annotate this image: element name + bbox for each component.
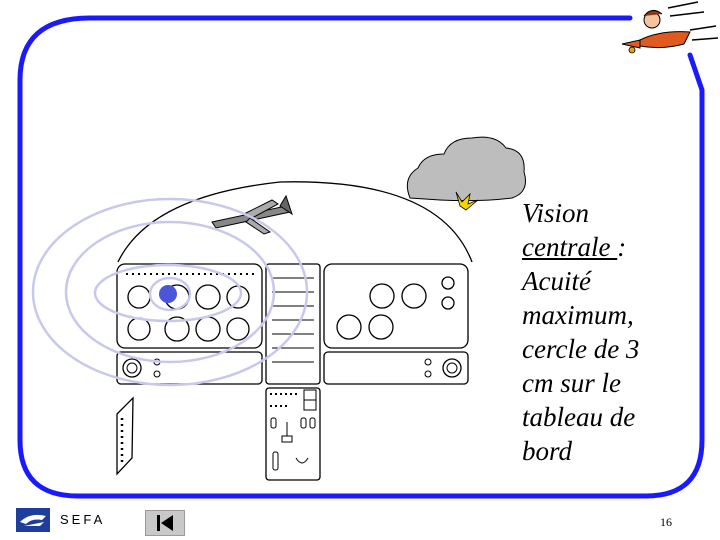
first-page-button[interactable]	[145, 510, 185, 536]
vision-caption: Vision centrale : Acuité maximum, cercle…	[522, 196, 712, 468]
caption-line-4: maximum,	[522, 300, 634, 330]
caption-line-7: tableau de	[522, 402, 636, 432]
skip-to-first-icon	[157, 515, 173, 531]
airplane-icon	[211, 194, 293, 235]
lightning-spark-icon	[455, 191, 479, 211]
caption-line-2: centrale :	[522, 230, 712, 264]
central-vision-dot	[159, 285, 177, 303]
right-instrument-panel	[323, 263, 469, 385]
page-number: 16	[660, 515, 672, 529]
caption-line-3: Acuité	[522, 266, 591, 296]
cloud-shape	[406, 136, 526, 202]
caption-line-6: cm sur le	[522, 368, 621, 398]
caption-line-1: Vision	[522, 198, 589, 228]
caption-underlined: centrale	[522, 232, 618, 262]
caption-line-8: bord	[522, 436, 573, 466]
sefa-logo-icon	[16, 508, 50, 532]
canopy-arc	[117, 181, 473, 263]
slide-frame	[17, 15, 705, 499]
caption-colon: :	[617, 232, 627, 262]
left-instrument-panel	[116, 263, 263, 385]
caption-line-5: cercle de 3	[522, 334, 640, 364]
pilot-airplane-icon	[621, 1, 719, 54]
footer-brand: SEFA	[60, 512, 106, 527]
side-pillar	[116, 396, 134, 476]
vision-field-circles	[31, 197, 309, 387]
